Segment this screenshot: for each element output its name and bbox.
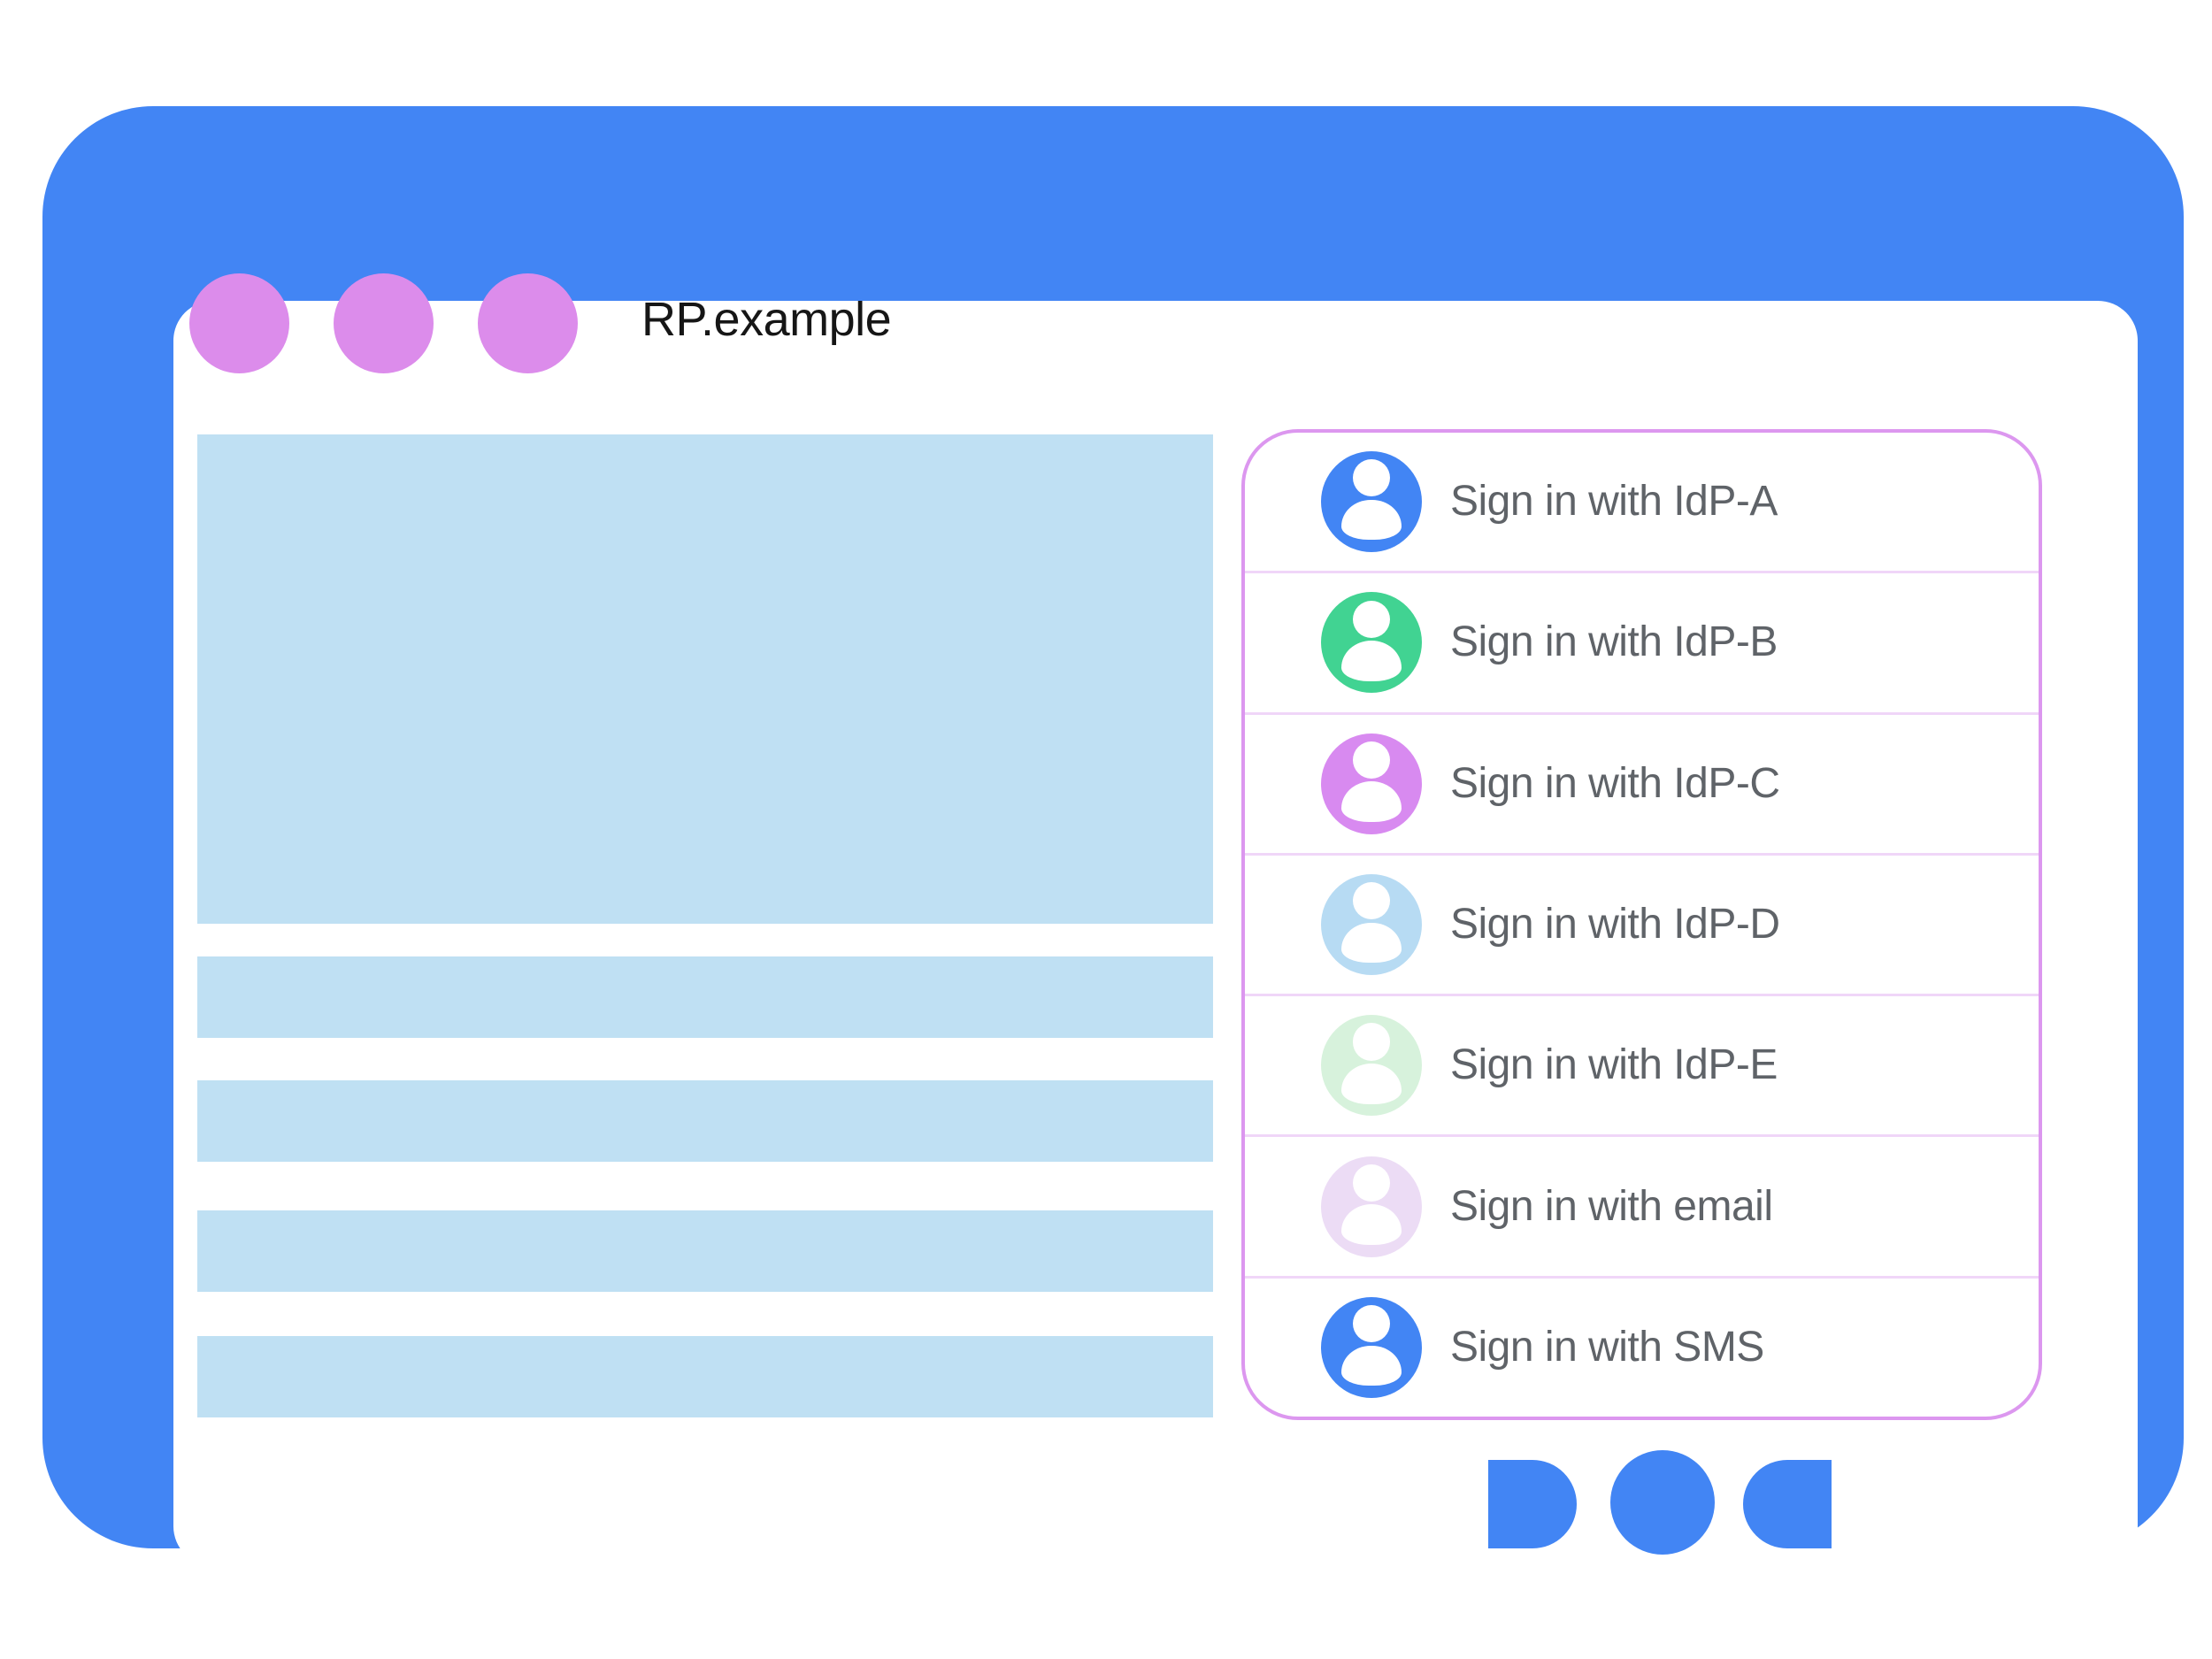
- signin-option-label: Sign in with email: [1450, 1182, 1773, 1230]
- user-avatar-icon: [1321, 1296, 1422, 1398]
- user-avatar-icon: [1321, 733, 1422, 834]
- user-avatar-icon: [1321, 592, 1422, 694]
- avatar-torso: [1340, 1345, 1402, 1386]
- avatar-head: [1352, 600, 1391, 638]
- avatar-torso: [1340, 641, 1402, 681]
- avatar-torso: [1340, 499, 1402, 541]
- page-title: RP.example: [641, 293, 892, 346]
- user-avatar-icon: [1321, 1156, 1422, 1257]
- user-avatar-icon: [1321, 1015, 1422, 1117]
- signin-option-idp-e[interactable]: Sign in with IdP-E: [1245, 994, 2039, 1134]
- window-control-dot[interactable]: [189, 273, 289, 373]
- content-placeholder-bar: [197, 1080, 1213, 1162]
- signin-option-label: Sign in with IdP-A: [1450, 478, 1778, 526]
- frame-bottom-bar-right-cap: [1743, 1460, 1832, 1548]
- avatar-head: [1352, 1023, 1391, 1061]
- window-control-dot[interactable]: [334, 273, 434, 373]
- signin-option-label: Sign in with IdP-C: [1450, 759, 1780, 807]
- frame-bottom-bar-left-cap: [1488, 1460, 1577, 1548]
- signin-option-label: Sign in with IdP-D: [1450, 900, 1780, 948]
- avatar-head: [1352, 1164, 1391, 1202]
- avatar-head: [1352, 882, 1391, 920]
- signin-option-label: Sign in with SMS: [1450, 1323, 1764, 1371]
- signin-option-idp-a[interactable]: Sign in with IdP-A: [1245, 433, 2039, 571]
- avatar-torso: [1340, 1204, 1402, 1245]
- signin-option-idp-c[interactable]: Sign in with IdP-C: [1245, 711, 2039, 853]
- signin-option-sms[interactable]: Sign in with SMS: [1245, 1275, 2039, 1417]
- avatar-head: [1352, 741, 1391, 779]
- avatar-torso: [1340, 1063, 1402, 1104]
- signin-panel: Sign in with IdP-A Sign in with IdP-B Si…: [1241, 429, 2042, 1420]
- avatar-head: [1352, 459, 1391, 497]
- content-placeholder-hero: [197, 434, 1213, 924]
- content-placeholder-bar: [197, 1210, 1213, 1292]
- signin-option-label: Sign in with IdP-E: [1450, 1041, 1778, 1089]
- user-avatar-icon: [1321, 451, 1422, 553]
- avatar-head: [1352, 1304, 1391, 1343]
- content-placeholder-bar: [197, 1336, 1213, 1417]
- signin-option-label: Sign in with IdP-B: [1450, 618, 1778, 666]
- window-control-dot[interactable]: [478, 273, 578, 373]
- signin-option-idp-d[interactable]: Sign in with IdP-D: [1245, 852, 2039, 994]
- content-placeholder-bar: [197, 956, 1213, 1038]
- avatar-torso: [1340, 922, 1402, 964]
- user-avatar-icon: [1321, 873, 1422, 975]
- avatar-torso: [1340, 781, 1402, 823]
- signin-option-email[interactable]: Sign in with email: [1245, 1134, 2039, 1275]
- home-button[interactable]: [1610, 1450, 1715, 1555]
- signin-option-idp-b[interactable]: Sign in with IdP-B: [1245, 571, 2039, 711]
